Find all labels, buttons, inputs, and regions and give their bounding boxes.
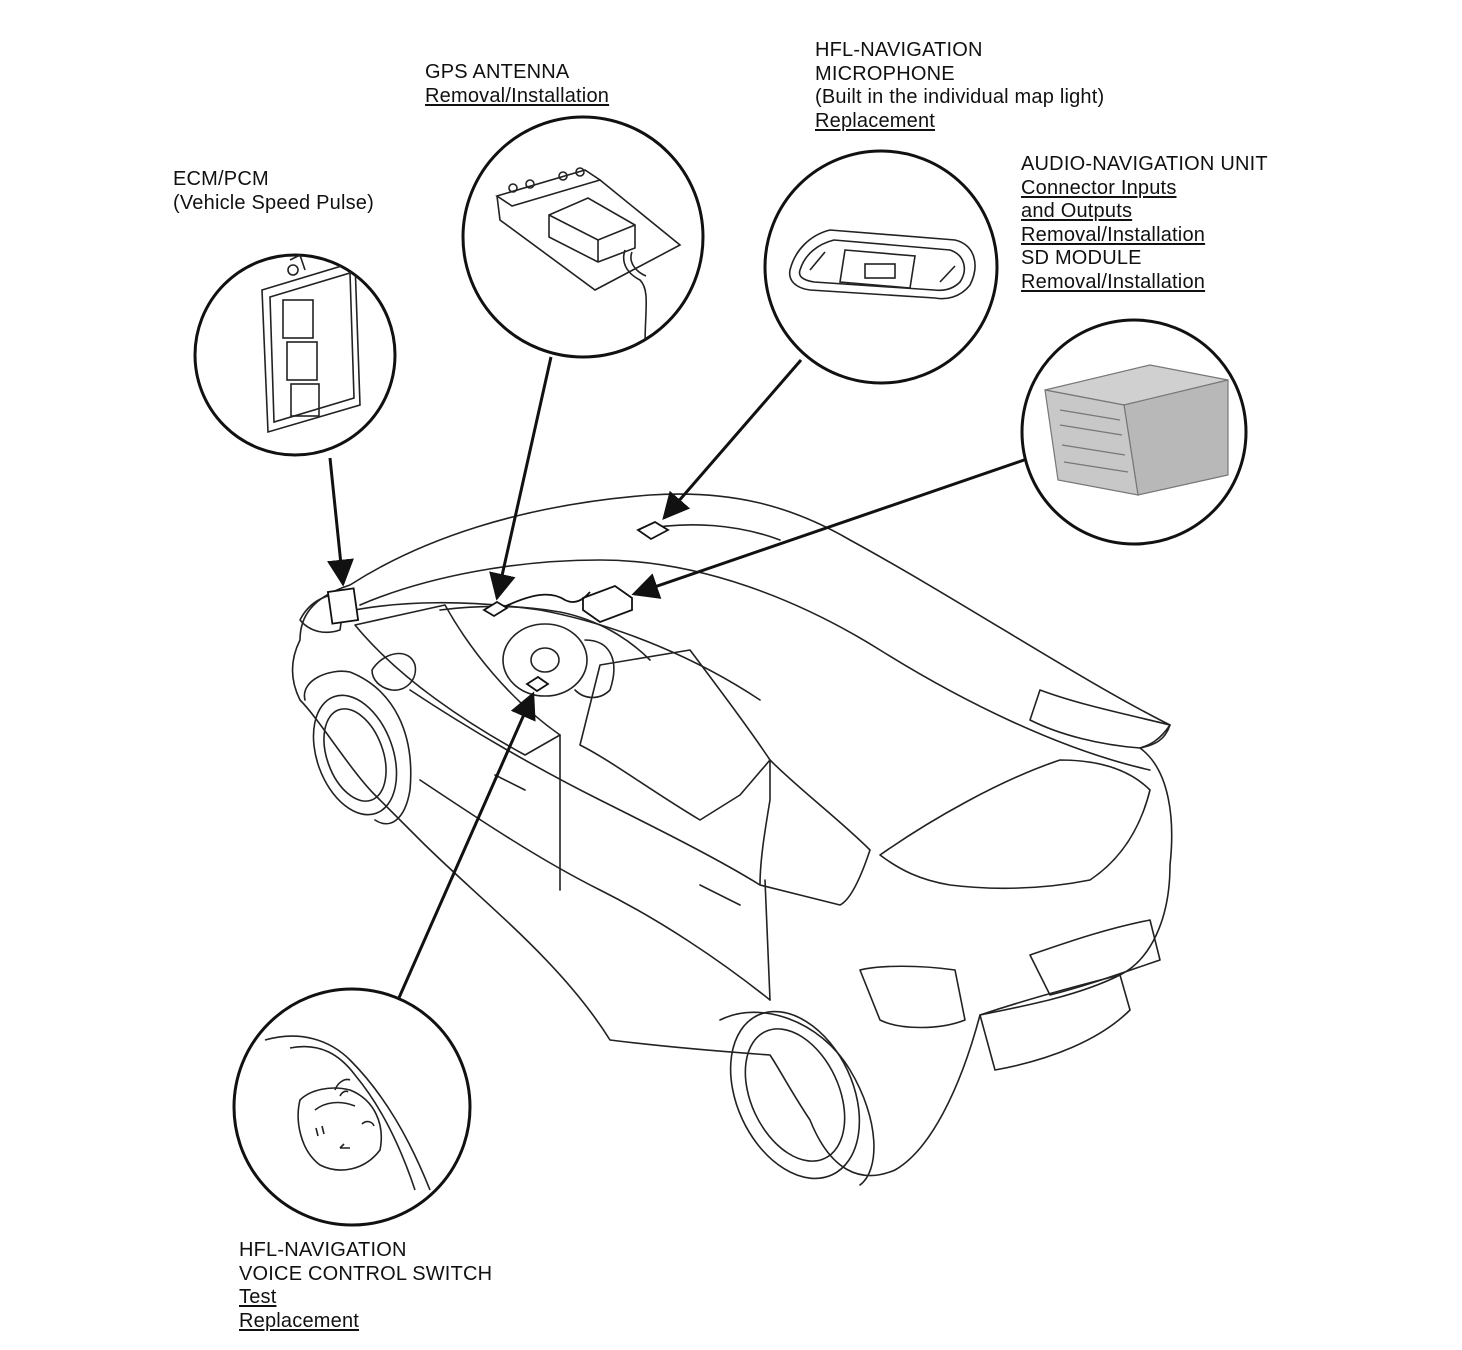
gps-title: GPS ANTENNA	[425, 61, 570, 83]
vcs-test-link[interactable]: Test	[239, 1286, 277, 1308]
ecm-subtitle: (Vehicle Speed Pulse)	[173, 191, 374, 214]
ecm-label: ECM/PCM (Vehicle Speed Pulse)	[173, 168, 374, 215]
ecm-detail-circle	[193, 253, 397, 457]
vcs-title-2: VOICE CONTROL SWITCH	[239, 1262, 493, 1285]
mic-label: HFL-NAVIGATION MICROPHONE (Built in the …	[815, 39, 1104, 133]
gps-marker	[482, 600, 509, 618]
mic-replacement-link[interactable]: Replacement	[815, 109, 936, 132]
car-components	[326, 520, 670, 693]
vcs-replacement-link[interactable]: Replacement	[239, 1309, 360, 1332]
audio-label: AUDIO-NAVIGATION UNIT Connector Inputs a…	[1021, 153, 1268, 294]
vcs-marker	[525, 675, 550, 693]
ecm-title: ECM/PCM	[173, 168, 269, 190]
audio-marker	[582, 584, 633, 624]
leader-lines	[327, 356, 1028, 1001]
mic-title: HFL-NAVIGATION	[815, 39, 983, 61]
map-light-icon	[788, 229, 976, 300]
mic-marker	[636, 520, 670, 541]
steering-switch-icon	[264, 1035, 431, 1191]
gps-label: GPS ANTENNA Removal/Installation	[425, 61, 609, 108]
vcs-detail-circle	[232, 987, 472, 1227]
sd-module-removal-link[interactable]: Removal/Installation	[1021, 270, 1206, 293]
gps-detail-circle	[461, 115, 705, 359]
sd-module-title: SD MODULE	[1021, 247, 1142, 269]
audio-connector-link[interactable]: Connector Inputs	[1021, 176, 1177, 199]
gps-antenna-icon	[495, 167, 682, 346]
audio-removal-link[interactable]: Removal/Installation	[1021, 223, 1206, 246]
vcs-label: HFL-NAVIGATION VOICE CONTROL SWITCH Test…	[239, 1239, 492, 1333]
gps-removal-link[interactable]: Removal/Installation	[425, 84, 610, 107]
ecm-marker	[326, 587, 360, 625]
audio-unit-icon	[1044, 364, 1229, 496]
audio-detail-circle	[1020, 318, 1248, 546]
car-outline	[291, 493, 1173, 1186]
audio-connector-link-2[interactable]: and Outputs	[1021, 200, 1133, 222]
mic-title-2: MICROPHONE	[815, 62, 955, 85]
audio-title: AUDIO-NAVIGATION UNIT	[1021, 153, 1268, 175]
mic-detail-circle	[763, 149, 999, 385]
mic-note: (Built in the individual map light)	[815, 86, 1105, 108]
vcs-title: HFL-NAVIGATION	[239, 1239, 407, 1261]
